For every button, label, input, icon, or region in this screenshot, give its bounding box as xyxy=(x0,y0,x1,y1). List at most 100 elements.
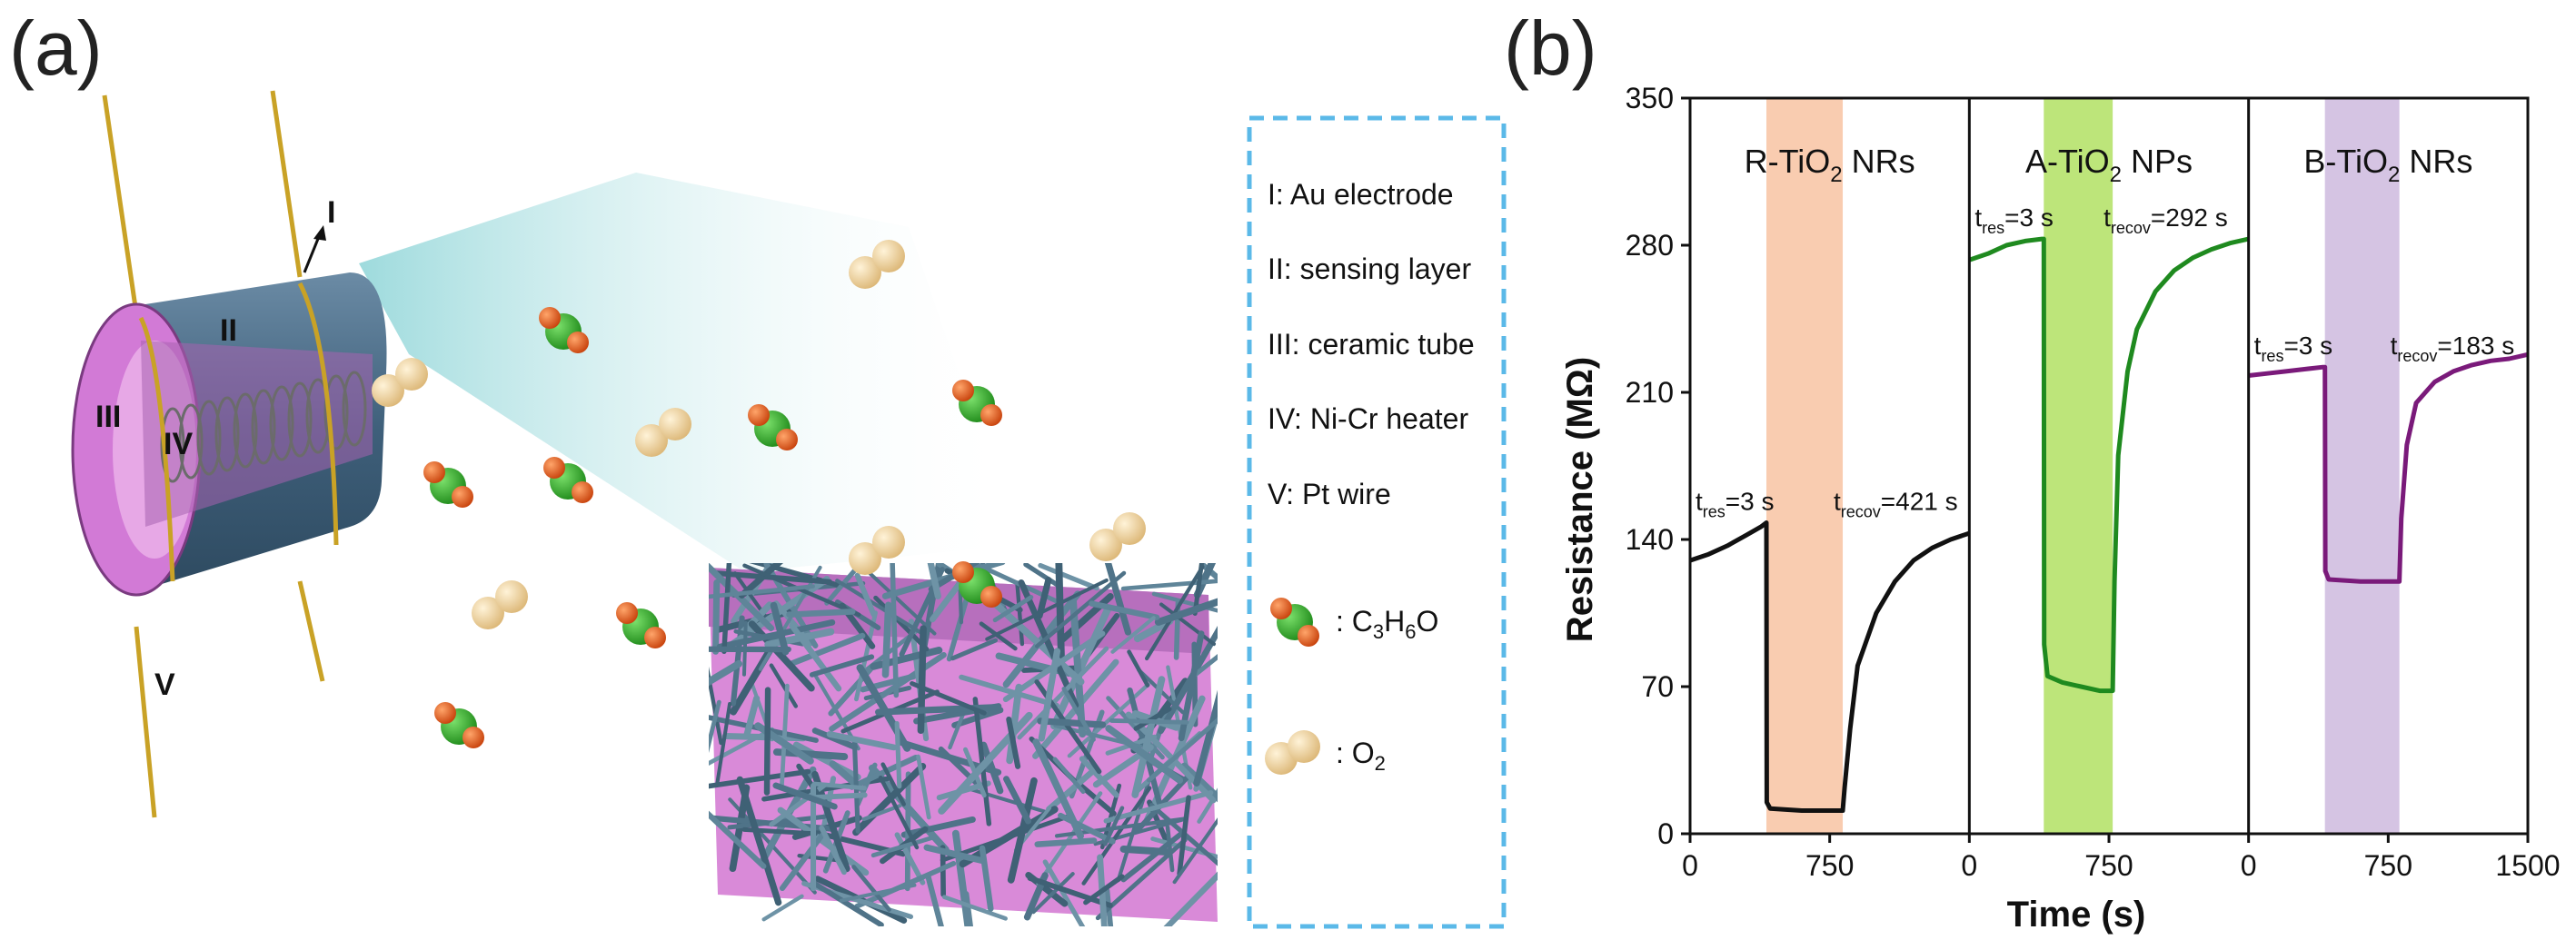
oxygen-molecule xyxy=(635,408,691,457)
nanorod xyxy=(1120,830,1185,883)
nanorod xyxy=(1172,817,1218,885)
nanorod xyxy=(1032,738,1084,840)
nanorod xyxy=(786,632,866,668)
nanorod xyxy=(772,782,838,810)
x-tick-label: 0 xyxy=(1961,849,1977,882)
nanorod xyxy=(868,571,937,636)
tube-label-II: II xyxy=(220,313,237,348)
nanorod xyxy=(959,674,1059,708)
acetone-molecule xyxy=(748,404,798,450)
nanorod xyxy=(1193,689,1218,787)
nanorod xyxy=(962,747,987,798)
nanorod xyxy=(1119,845,1173,856)
nanorod xyxy=(849,754,919,790)
nanorod xyxy=(811,781,867,791)
panel-a: (a) xyxy=(9,5,1507,929)
tube-label-III: III xyxy=(95,400,121,434)
response-time-label: tres=3 s xyxy=(2254,332,2333,365)
nanorod xyxy=(1006,716,1021,769)
nanorod xyxy=(721,563,732,655)
nanorod xyxy=(917,625,927,735)
nanorod xyxy=(736,776,782,906)
nanorod xyxy=(1151,591,1218,613)
nanorod xyxy=(709,659,743,687)
panel-a-label: (a) xyxy=(9,5,103,91)
nanorod xyxy=(851,865,891,912)
sensing-mat xyxy=(709,563,1218,926)
nanorod xyxy=(709,666,723,746)
nanorod xyxy=(1163,871,1218,926)
nanorod xyxy=(741,826,818,836)
nanorod xyxy=(1069,595,1087,738)
nanorod xyxy=(772,748,849,760)
response-time-label: tres=3 s xyxy=(1974,203,2054,237)
panel-title: B-TiO2 NRs xyxy=(2303,143,2472,187)
sensor-tube xyxy=(71,272,387,597)
legend-item-1: I: Au electrode xyxy=(1268,178,1454,211)
nanorod xyxy=(743,695,761,738)
plot-frame xyxy=(1688,96,2530,836)
acetone-molecule xyxy=(543,457,593,503)
legend-item-3: III: ceramic tube xyxy=(1268,328,1475,361)
nanorod xyxy=(1133,707,1172,731)
nanorod xyxy=(948,711,966,750)
nanorod xyxy=(1015,580,1025,647)
x-tick-label: 1500 xyxy=(2495,849,2560,882)
legend-box: I: Au electrode II: sensing layer III: c… xyxy=(1247,115,1507,929)
nanorod xyxy=(1120,579,1218,591)
nanorod xyxy=(950,638,999,661)
nanorod xyxy=(1073,778,1117,816)
x-tick-label: 750 xyxy=(2364,849,2412,882)
nanorod xyxy=(712,579,721,655)
nanorod xyxy=(709,768,811,789)
nanorod xyxy=(835,579,929,638)
legend-item-2: II: sensing layer xyxy=(1268,252,1471,285)
nanorod xyxy=(1165,825,1175,873)
nanorod xyxy=(1133,617,1174,643)
y-tick-label: 350 xyxy=(1626,82,1674,114)
nanorod xyxy=(1046,767,1098,813)
nanorod xyxy=(938,711,1033,815)
nanorod xyxy=(1003,776,1032,825)
nanorod xyxy=(826,731,898,751)
acetone-molecule xyxy=(539,307,589,353)
label-I-arrowhead xyxy=(313,225,326,241)
resistance-series-3 xyxy=(2248,351,2529,584)
nanorod xyxy=(1180,762,1218,803)
nanorod xyxy=(854,572,877,618)
nanorod xyxy=(873,595,930,652)
gas-exposure-band xyxy=(2044,98,2114,834)
nanorod xyxy=(779,683,790,790)
nanorod xyxy=(1002,590,1081,688)
nanorod xyxy=(854,860,957,909)
nanorod xyxy=(811,727,858,750)
panel-title: R-TiO2 NRs xyxy=(1745,143,1915,187)
legend-acetone-icon xyxy=(1270,598,1319,647)
y-axis-label: Resistance (MΩ) xyxy=(1560,357,1600,642)
nanorod xyxy=(1052,757,1086,795)
nanorod xyxy=(1154,598,1218,626)
nanorod xyxy=(881,601,892,678)
acetone-molecule xyxy=(423,461,473,508)
resistance-series-2 xyxy=(1968,236,2250,694)
nanorod xyxy=(941,895,1008,921)
acetone-molecule xyxy=(434,702,484,748)
nanorod xyxy=(716,618,836,650)
nanorod xyxy=(964,786,1050,815)
y-tick-label: 280 xyxy=(1626,229,1674,262)
nanorod xyxy=(1018,579,1079,708)
nanorod xyxy=(1190,654,1218,679)
nanorod xyxy=(1159,602,1216,647)
nanorod xyxy=(786,609,856,618)
x-axis-label: Time (s) xyxy=(2007,895,2146,935)
nanorod xyxy=(1103,790,1214,824)
nanorod xyxy=(1023,563,1060,588)
x-tick-label: 750 xyxy=(2084,849,2133,882)
nanorod xyxy=(1037,717,1107,728)
nanorod xyxy=(721,733,807,742)
nanorod xyxy=(1103,806,1125,846)
oxygen-molecule xyxy=(849,240,905,289)
recovery-time-label: trecov=292 s xyxy=(2104,203,2228,237)
nanorod xyxy=(1079,756,1119,798)
